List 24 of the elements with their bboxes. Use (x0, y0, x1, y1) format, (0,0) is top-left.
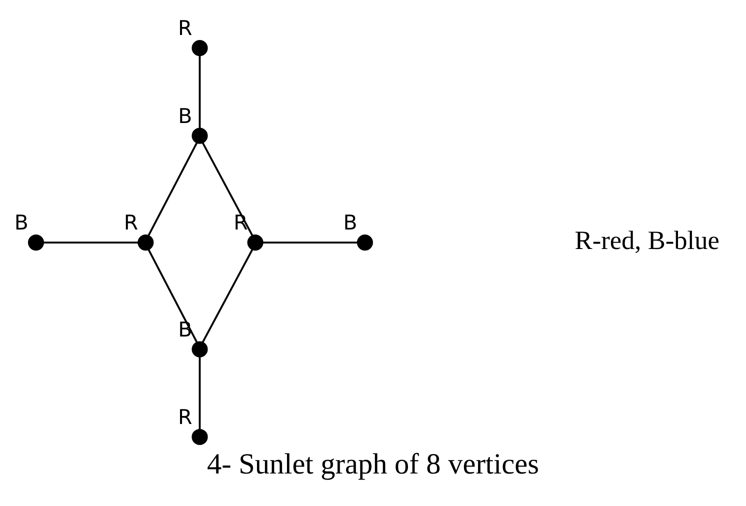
connector (202, 248, 254, 342)
node-circle (247, 234, 264, 250)
node-circle (138, 234, 154, 250)
node-label: B (14, 210, 28, 234)
node-circle (28, 234, 44, 250)
connector (148, 142, 198, 236)
node-label: B (178, 103, 192, 128)
node-label: R (124, 210, 138, 234)
node-circle (192, 428, 208, 445)
node-circle (356, 234, 373, 250)
connector (198, 55, 201, 128)
node-circle (192, 40, 208, 56)
label: R-red, B-blue (574, 225, 720, 254)
node-label: R (178, 16, 192, 40)
node-label: R (178, 404, 192, 429)
connector (148, 248, 198, 342)
node-circle (192, 340, 208, 357)
node-label: B (343, 210, 358, 234)
connector (44, 241, 138, 243)
connector (263, 241, 358, 243)
caption: 4- Sunlet graph of 8 vertices (206, 448, 540, 480)
node-circle (192, 127, 208, 144)
connector (202, 142, 254, 236)
connector (198, 356, 201, 429)
